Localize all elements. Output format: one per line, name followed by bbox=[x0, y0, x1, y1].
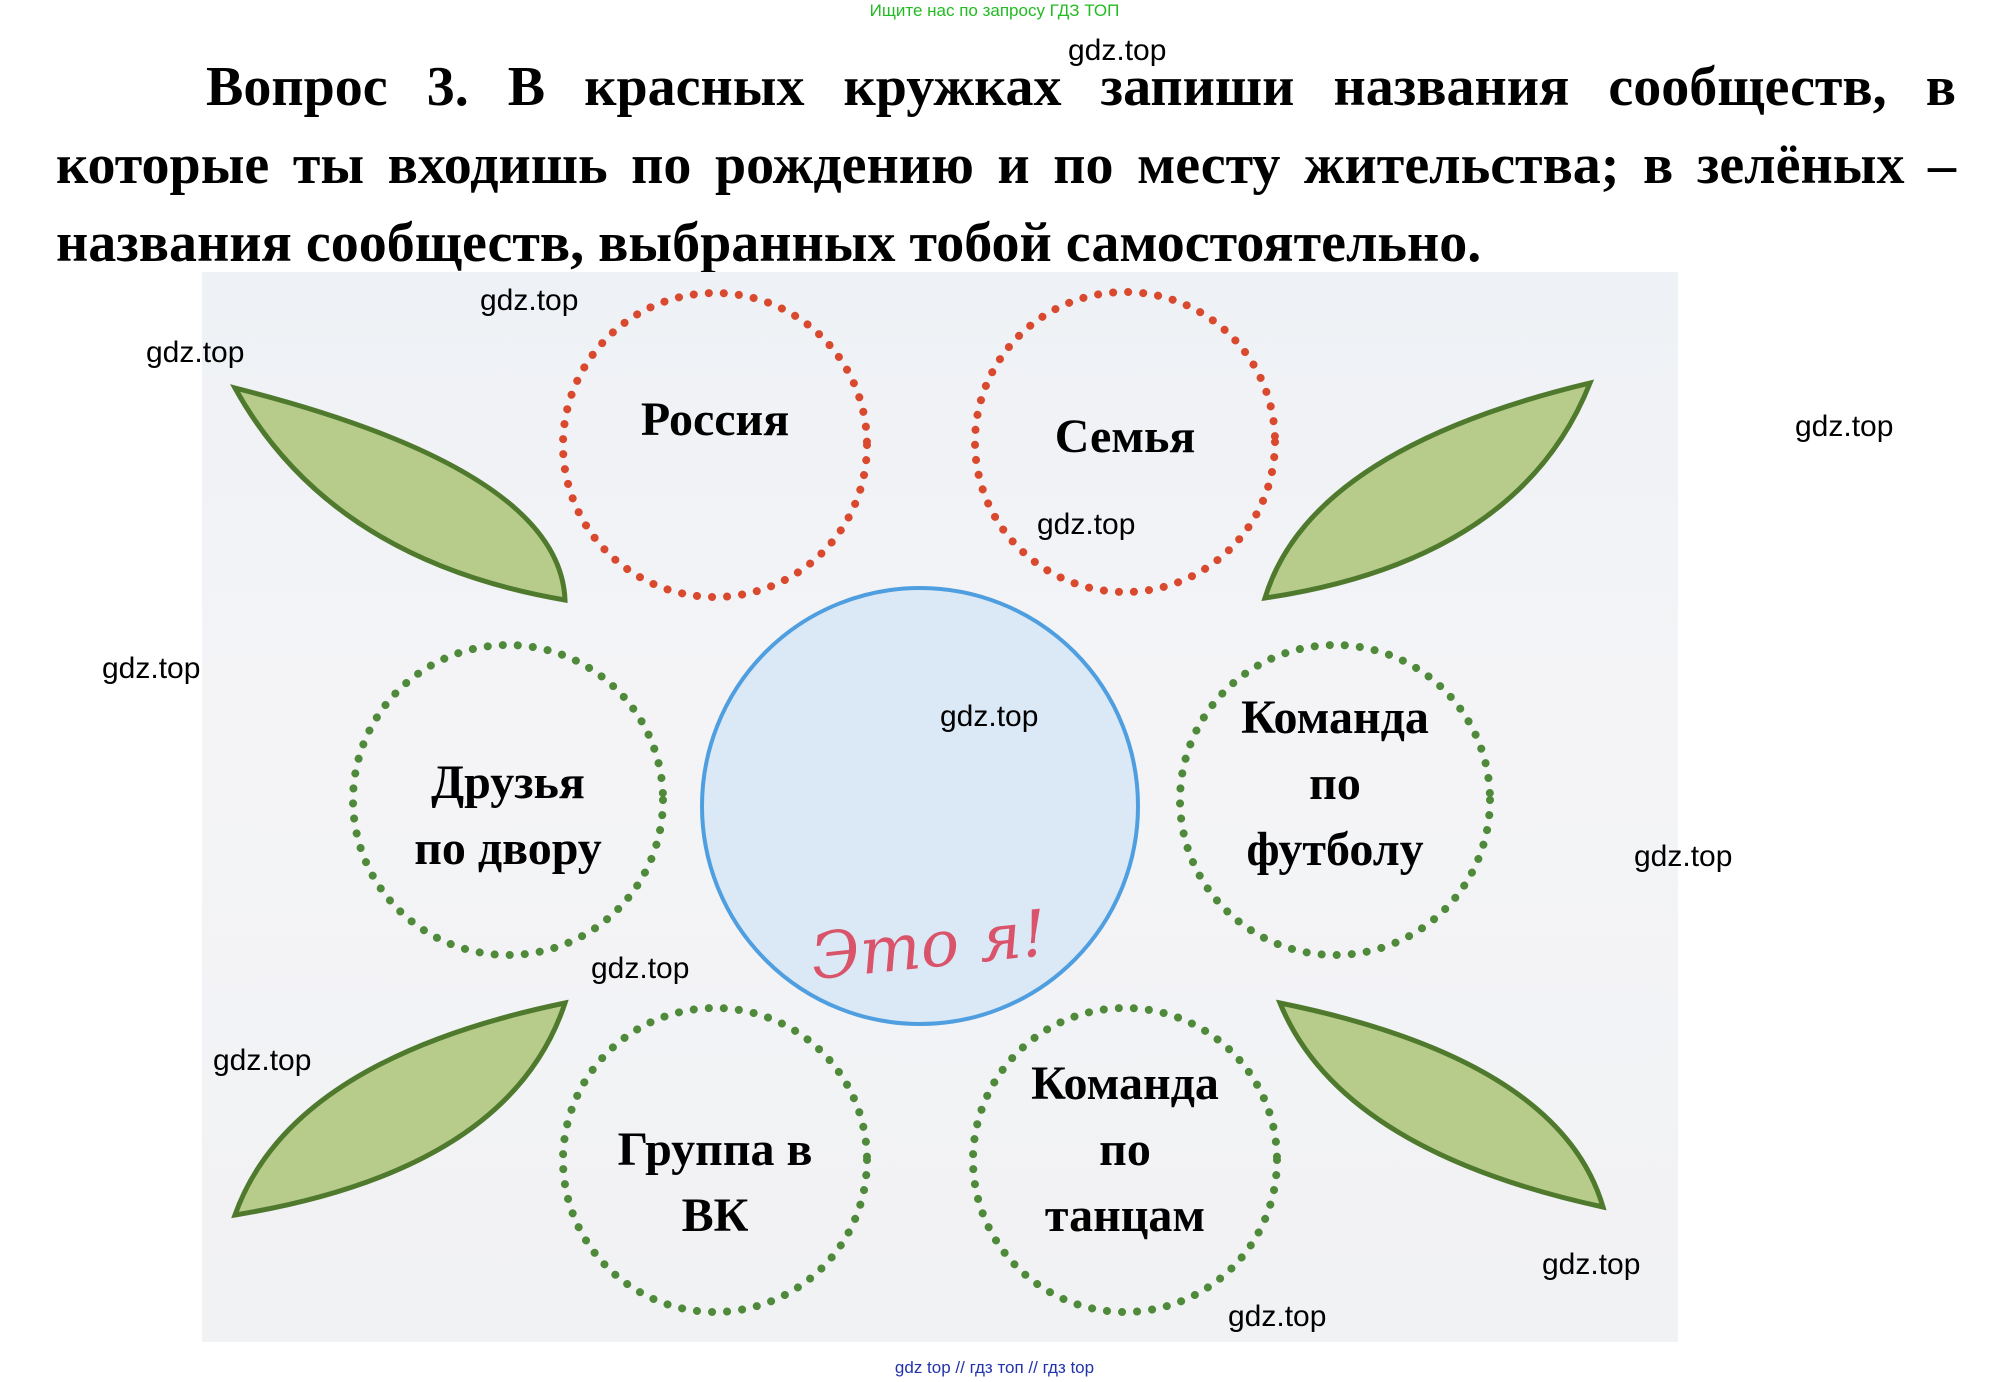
watermark: gdz.top bbox=[1037, 508, 1136, 541]
watermark: gdz.top bbox=[213, 1044, 312, 1077]
label-football: Команда по футболу bbox=[1241, 691, 1429, 876]
watermark: gdz.top bbox=[1634, 840, 1733, 873]
watermark: gdz.top bbox=[1795, 410, 1894, 443]
footer-note: gdz top // гдз топ // гдз top bbox=[894, 1358, 1095, 1377]
label-dance: Команда по танцам bbox=[1031, 1057, 1219, 1242]
watermark: gdz.top bbox=[940, 700, 1039, 733]
leaf-bottom-left bbox=[231, 999, 569, 1219]
leaf-top-right bbox=[1261, 379, 1595, 602]
green-circle-dance bbox=[969, 1004, 1281, 1316]
watermark: gdz.top bbox=[146, 336, 245, 369]
watermark: gdz.top bbox=[1068, 34, 1167, 67]
question-text: Вопрос 3. В красных кружках запиши назва… bbox=[56, 56, 1956, 274]
red-circle-family bbox=[971, 288, 1279, 596]
leaf-bottom-right bbox=[1275, 999, 1607, 1211]
green-circle-yard-friends bbox=[349, 641, 667, 959]
watermark: gdz.top bbox=[591, 952, 690, 985]
green-circle-football bbox=[1176, 641, 1494, 959]
red-circle-russia bbox=[559, 289, 871, 601]
watermark: gdz.top bbox=[1228, 1300, 1327, 1333]
header-note: Ищите нас по запросу ГДЗ ТОП bbox=[869, 1, 1120, 20]
label-family: Семья bbox=[1054, 410, 1196, 463]
watermark: gdz.top bbox=[480, 284, 579, 317]
leaf-top-left bbox=[230, 384, 568, 603]
watermark: gdz.top bbox=[1542, 1248, 1641, 1281]
label-vk-group: Группа в ВК bbox=[617, 1123, 813, 1242]
watermark: gdz.top bbox=[102, 652, 201, 685]
center-circle bbox=[700, 586, 1140, 1026]
label-russia: Россия bbox=[640, 393, 790, 446]
green-circle-vk bbox=[559, 1004, 871, 1316]
label-yard-friends: Друзья по двору bbox=[414, 756, 602, 875]
